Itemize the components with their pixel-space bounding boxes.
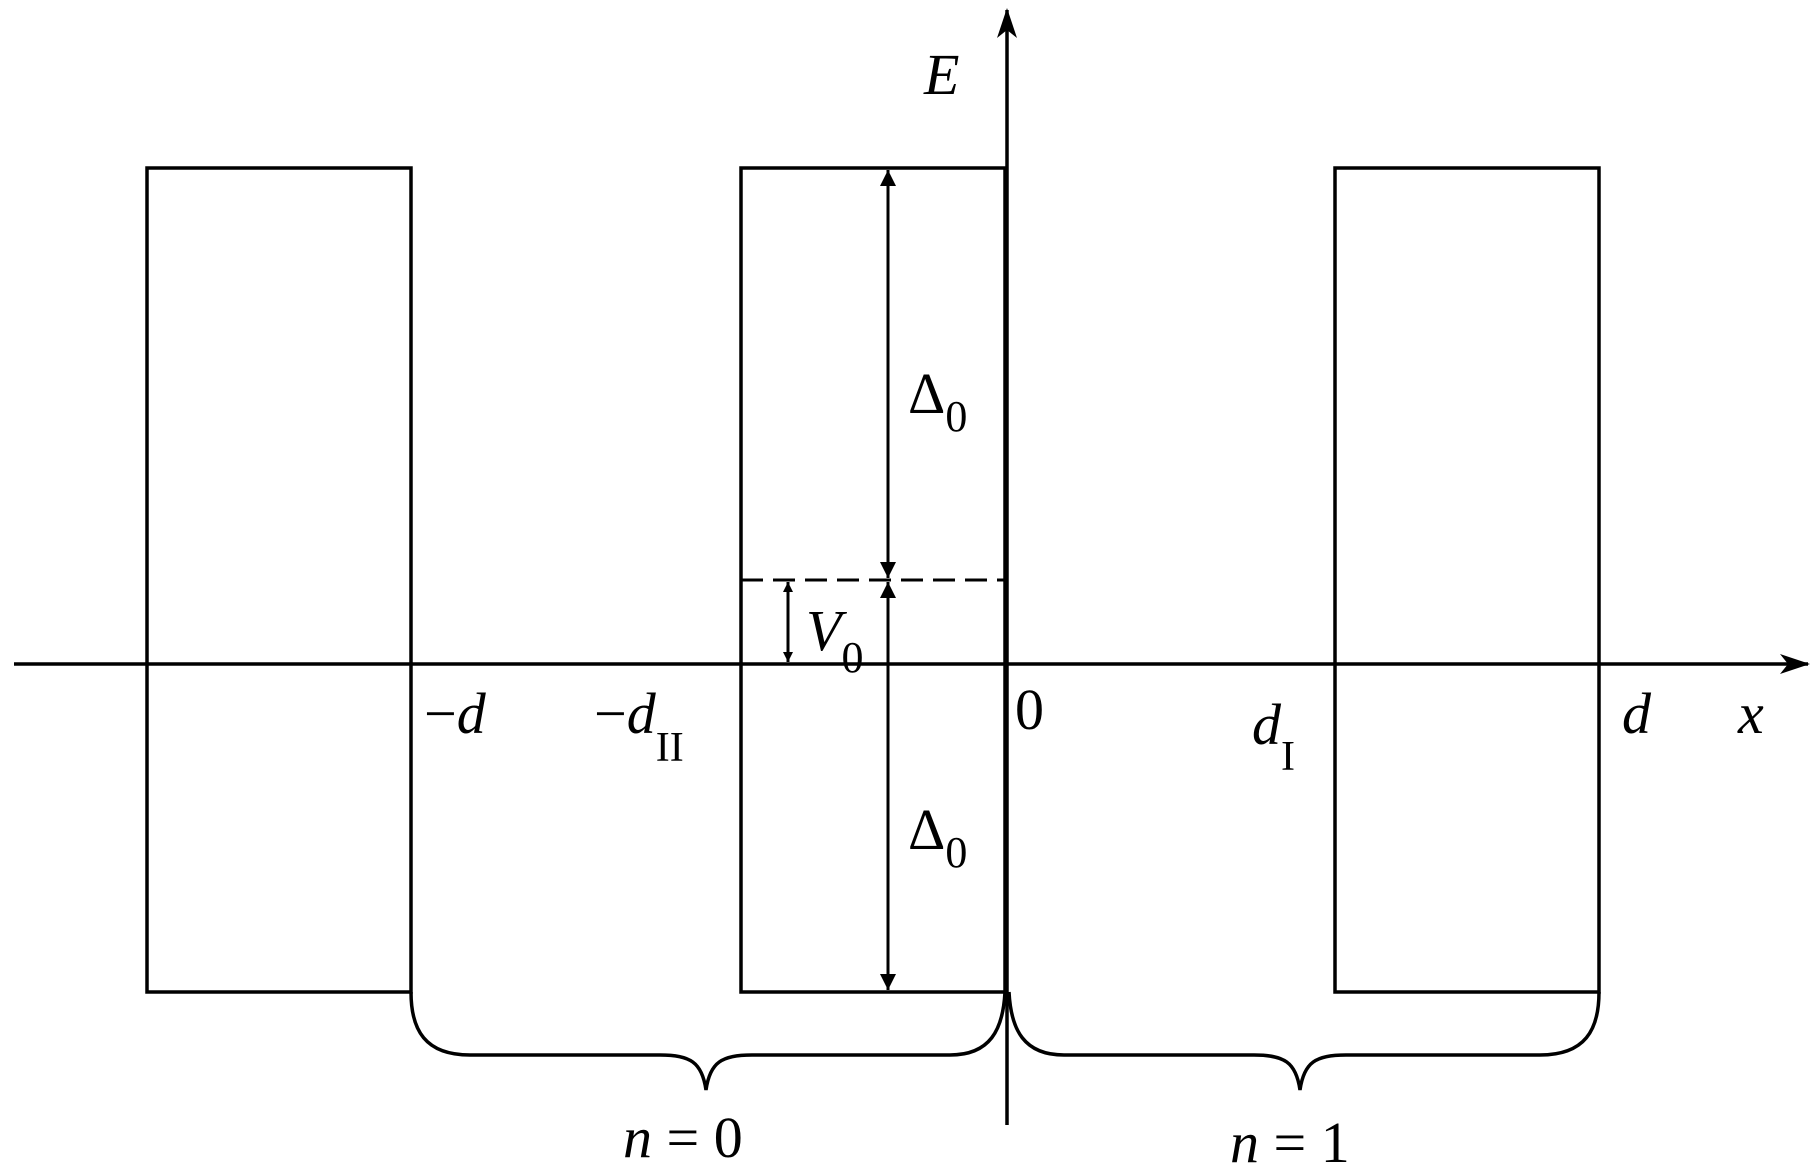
brace-label-n1: n = 1 — [1230, 1110, 1350, 1173]
tick-neg-d-II: −dII — [594, 681, 684, 771]
tick-d: d — [1622, 681, 1652, 746]
brace-n1 — [1007, 991, 1601, 1091]
barrier-left — [145, 166, 413, 994]
tick-zero: 0 — [1015, 677, 1044, 742]
barrier-right — [1333, 166, 1601, 994]
delta-upper-label: Δ0 — [908, 361, 967, 441]
x-axis-label: x — [1737, 681, 1764, 746]
v0-label: V0 — [806, 598, 863, 682]
brace-label-n0: n = 0 — [623, 1105, 743, 1170]
brace-n0 — [409, 991, 1007, 1091]
e-axis-label: E — [923, 42, 959, 107]
delta-lower-label: Δ0 — [908, 797, 967, 877]
tick-d-I: dI — [1252, 692, 1295, 780]
tick-neg-d: −d — [424, 681, 487, 746]
